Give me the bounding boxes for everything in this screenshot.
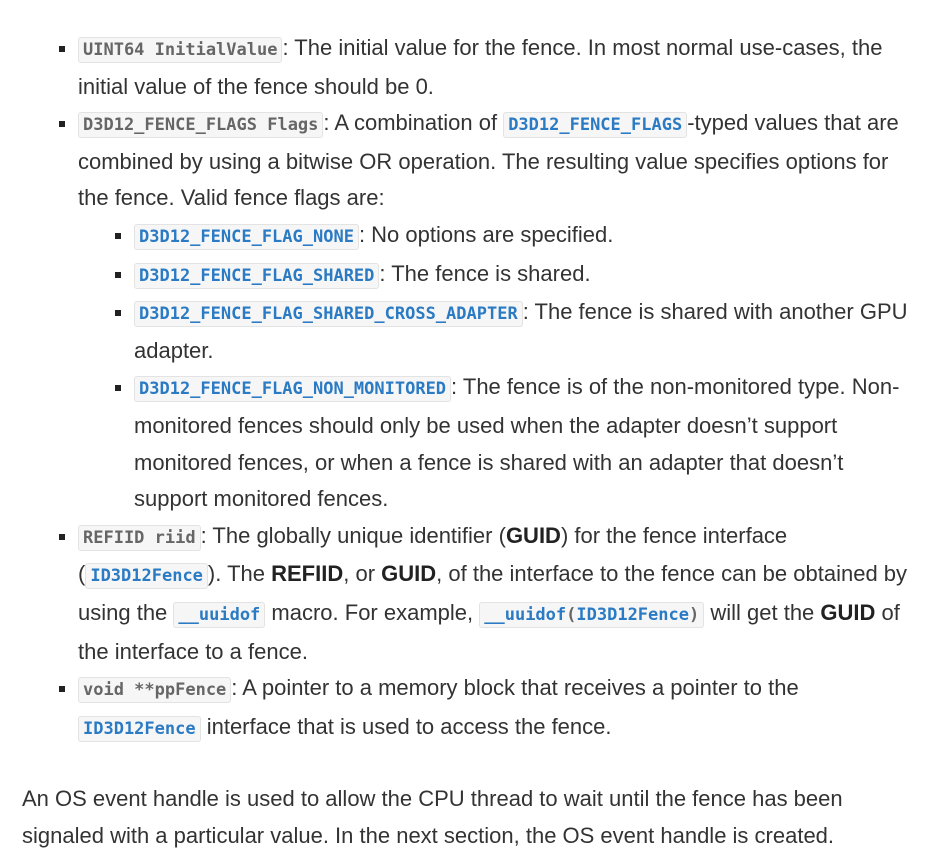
parameter-list: UINT64 InitialValue: The initial value f… — [22, 30, 922, 747]
param-ppfence: void **ppFence: A pointer to a memory bl… — [59, 670, 922, 747]
code-id3d12fence-link[interactable]: ID3D12Fence — [85, 563, 208, 590]
code-riid: REFIID riid — [78, 524, 201, 551]
code-uuidof-example[interactable]: __uuidof(ID3D12Fence) — [479, 601, 705, 628]
uuidof-close-paren: ) — [688, 604, 700, 625]
riid-text-3: ). The — [207, 561, 272, 587]
code-ppfence: void **ppFence — [78, 677, 232, 704]
riid-text-1: : The globally unique identifier ( — [200, 522, 506, 548]
code-flag-none[interactable]: D3D12_FENCE_FLAG_NONE — [134, 223, 359, 250]
refiid-bold: REFIID — [271, 561, 344, 587]
code-flags-param: D3D12_FENCE_FLAGS Flags — [78, 112, 324, 139]
param-ppfence-desc-a: : A pointer to a memory block that recei… — [231, 675, 799, 701]
riid-text-6: macro. For example, — [265, 599, 480, 625]
document-body: UINT64 InitialValue: The initial value f… — [22, 30, 922, 854]
flag-item-shared-cross-adapter: D3D12_FENCE_FLAG_SHARED_CROSS_ADAPTER: T… — [115, 294, 922, 369]
param-initial-value: UINT64 InitialValue: The initial value f… — [59, 30, 922, 105]
code-initial-value: UINT64 InitialValue — [78, 37, 283, 63]
flag-non-monitored-desc: : The fence is of the non-monitored type… — [134, 374, 900, 512]
param-riid: REFIID riid: The globally unique identif… — [59, 518, 922, 670]
code-flag-non-monitored[interactable]: D3D12_FENCE_FLAG_NON_MONITORED — [134, 376, 452, 403]
riid-text-7: will get the — [704, 599, 821, 625]
flag-item-none: D3D12_FENCE_FLAG_NONE: No options are sp… — [115, 217, 922, 256]
guid-bold-3: GUID — [820, 599, 876, 625]
param-flags-desc-b: -typed values that are combined by using… — [78, 110, 899, 211]
code-flag-shared[interactable]: D3D12_FENCE_FLAG_SHARED — [134, 262, 380, 289]
uuidof-arg: ID3D12Fence — [576, 604, 689, 625]
param-ppfence-desc-b: interface that is used to access the fen… — [200, 713, 612, 739]
guid-bold-2: GUID — [381, 561, 437, 587]
flag-list: D3D12_FENCE_FLAG_NONE: No options are sp… — [78, 217, 922, 518]
riid-text-2: ) for the fence interface ( — [78, 522, 788, 587]
uuidof-open-paren: ( — [566, 604, 577, 625]
param-flags-desc-a: : A combination of — [323, 110, 504, 136]
riid-text-5: , of the interface to the fence can be o… — [78, 561, 908, 625]
riid-text-8: of the interface to a fence. — [78, 599, 900, 664]
flag-shared-desc: : The fence is shared. — [379, 260, 591, 286]
uuidof-fn: __uuidof — [484, 604, 567, 625]
code-flag-shared-cross-adapter[interactable]: D3D12_FENCE_FLAG_SHARED_CROSS_ADAPTER — [134, 301, 523, 328]
code-uuidof-link[interactable]: __uuidof — [173, 601, 266, 628]
flag-none-desc: : No options are specified. — [358, 221, 614, 247]
code-id3d12fence-link-2[interactable]: ID3D12Fence — [78, 715, 201, 742]
code-fence-flags-link[interactable]: D3D12_FENCE_FLAGS — [503, 112, 688, 139]
param-initial-value-desc: : The initial value for the fence. In mo… — [78, 35, 883, 99]
param-flags: D3D12_FENCE_FLAGS Flags: A combination o… — [59, 105, 922, 518]
paragraph-event-handle: An OS event handle is used to allow the … — [22, 786, 843, 848]
guid-bold-1: GUID — [505, 522, 561, 548]
flag-item-non-monitored: D3D12_FENCE_FLAG_NON_MONITORED: The fenc… — [115, 369, 922, 517]
flag-shared-cross-adapter-desc: : The fence is shared with another GPU a… — [134, 299, 908, 363]
flag-item-shared: D3D12_FENCE_FLAG_SHARED: The fence is sh… — [115, 256, 922, 295]
riid-text-4: , or — [343, 561, 382, 587]
